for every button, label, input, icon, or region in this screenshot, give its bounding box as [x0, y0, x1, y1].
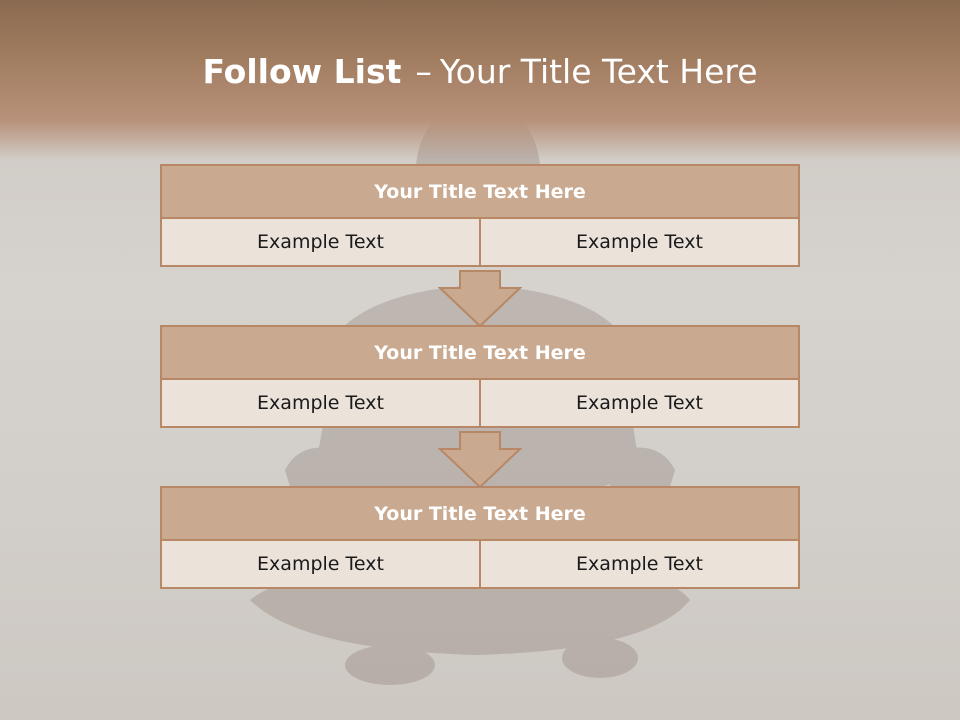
header-band — [0, 0, 960, 160]
step-row: Example Text Example Text — [160, 539, 800, 589]
down-arrow-icon — [438, 270, 522, 328]
step-cell-right: Example Text — [479, 539, 800, 589]
slide-title: Follow List–Your Title Text Here — [0, 52, 960, 91]
step-cell-right: Example Text — [479, 378, 800, 428]
title-rest-part: Your Title Text Here — [439, 52, 758, 91]
step-row: Example Text Example Text — [160, 217, 800, 267]
step-title: Your Title Text Here — [160, 164, 800, 219]
title-bold-part: Follow List — [202, 52, 402, 91]
down-arrow-icon — [438, 431, 522, 489]
step-title: Your Title Text Here — [160, 325, 800, 380]
step-box-1: Your Title Text Here Example Text Exampl… — [160, 164, 800, 267]
step-cell-left: Example Text — [160, 217, 481, 267]
step-row: Example Text Example Text — [160, 378, 800, 428]
step-cell-right: Example Text — [479, 217, 800, 267]
step-title: Your Title Text Here — [160, 486, 800, 541]
step-cell-left: Example Text — [160, 378, 481, 428]
step-box-3: Your Title Text Here Example Text Exampl… — [160, 486, 800, 589]
title-dash: – — [415, 52, 432, 91]
step-cell-left: Example Text — [160, 539, 481, 589]
step-box-2: Your Title Text Here Example Text Exampl… — [160, 325, 800, 428]
